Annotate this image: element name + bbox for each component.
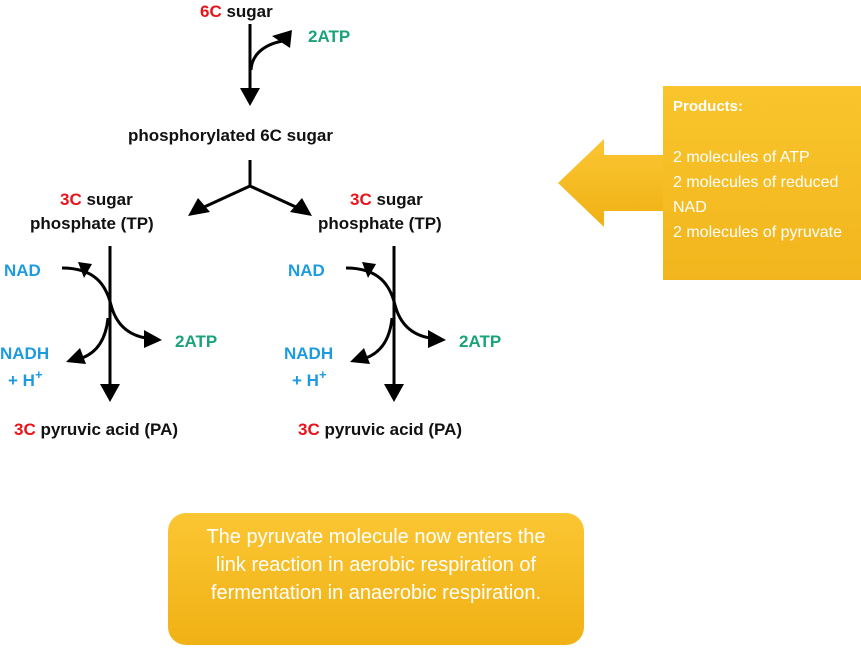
tp-label-line2: phosphate (TP) [30, 214, 154, 233]
branch-right: 3C sugar phosphate (TP) NAD 2ATP NADH + … [284, 190, 501, 439]
split-left [201, 184, 251, 210]
nad-label: NAD [288, 261, 325, 280]
nadh-label: NADH [284, 344, 333, 363]
h-plus-label: + H+ [8, 367, 43, 390]
atp-output-label: 2ATP [459, 332, 501, 351]
nadh-head [350, 348, 370, 364]
main-arrow-head [240, 88, 260, 106]
product-item: 2 molecules of reduced NAD [673, 174, 839, 216]
pyruvate-note-text: The pyruvate molecule now enters the lin… [206, 526, 546, 604]
branch-left: 3C sugar phosphate (TP) NAD 2ATP NADH + … [0, 190, 217, 439]
nad-input-head [362, 262, 376, 278]
nad-curve [61, 266, 147, 340]
atp-input-curve [249, 38, 291, 71]
nadh-label: NADH [0, 344, 49, 363]
h-plus-label: + H+ [292, 367, 327, 390]
products-title: Products: [673, 98, 744, 115]
product-item: 2 molecules of ATP [673, 149, 810, 166]
atp-output-label: 2ATP [175, 332, 217, 351]
pyruvic-acid-label: 3C pyruvic acid (PA) [298, 420, 462, 439]
nadh-head [66, 348, 86, 364]
split-right-head [290, 198, 312, 216]
tp-label-line1: 3C sugar [350, 190, 423, 209]
tp-label-line2: phosphate (TP) [318, 214, 442, 233]
split-left-head [188, 198, 210, 216]
nad-curve [345, 266, 431, 340]
product-item: 2 molecules of pyruvate [673, 224, 842, 241]
phosphorylated-sugar-label: phosphorylated 6C sugar [128, 126, 333, 145]
products-box: Products: 2 molecules of ATP 2 molecules… [663, 86, 861, 280]
atp-output-head [144, 330, 162, 348]
pyruvic-acid-label: 3C pyruvic acid (PA) [14, 420, 178, 439]
products-pointer-arrow [558, 139, 663, 227]
branch-arrow-head [100, 384, 120, 402]
pyruvate-note-box: The pyruvate molecule now enters the lin… [168, 513, 584, 645]
tp-label-line1: 3C sugar [60, 190, 133, 209]
nadh-curve [365, 317, 394, 360]
nad-label: NAD [4, 261, 41, 280]
atp-output-head [428, 330, 446, 348]
nadh-curve [81, 317, 110, 360]
split-right [249, 184, 299, 210]
branch-arrow-head [384, 384, 404, 402]
top-atp-label: 2ATP [308, 27, 350, 46]
top-sugar-label: 6C sugar [200, 2, 273, 21]
atp-input-head [272, 30, 292, 48]
nad-input-head [78, 262, 92, 278]
